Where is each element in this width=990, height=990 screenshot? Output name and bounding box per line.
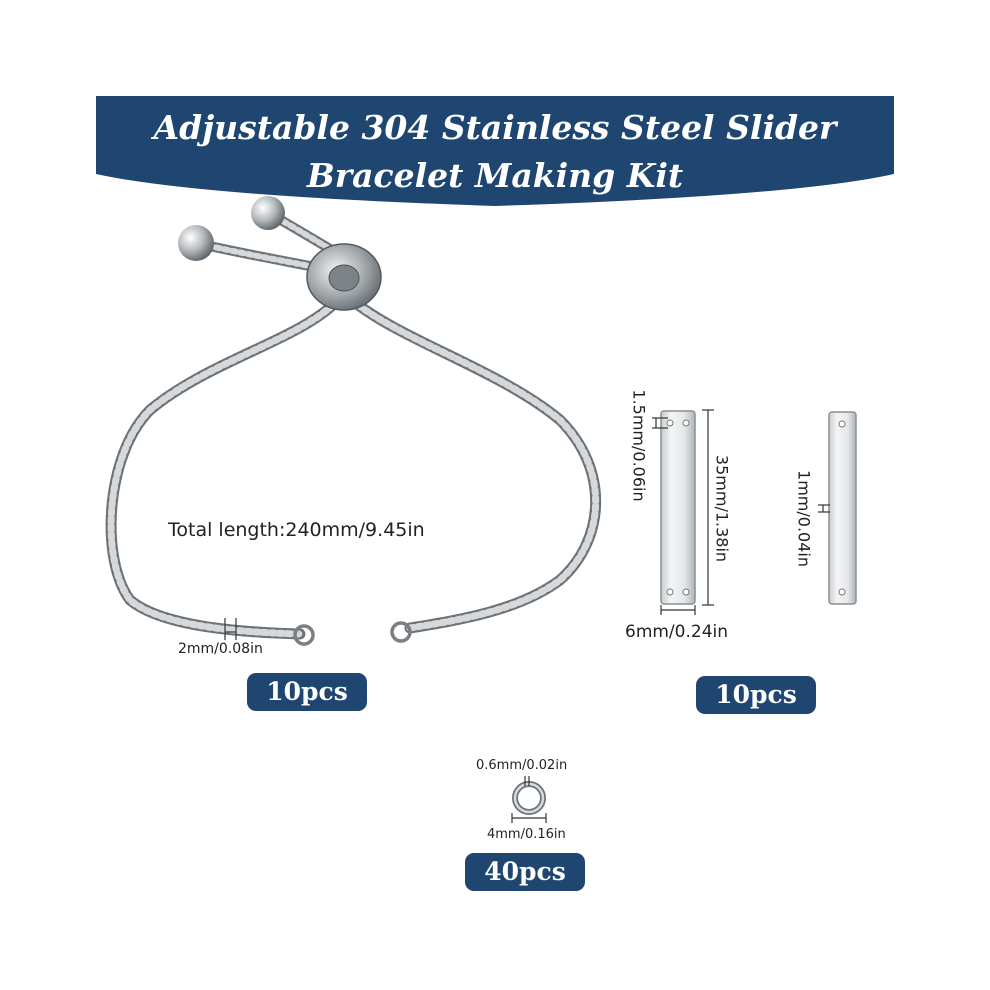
page-title: Adjustable 304 Stainless Steel Slider Br… bbox=[96, 104, 894, 200]
chain-width-marker bbox=[224, 618, 237, 640]
total-length-label: Total length:240mm/9.45in bbox=[168, 519, 425, 541]
title-line-2: Bracelet Making Kit bbox=[306, 156, 684, 195]
title-banner: Adjustable 304 Stainless Steel Slider Br… bbox=[96, 96, 894, 208]
end-ring-right bbox=[390, 621, 412, 643]
ring-diameter-label: 4mm/0.16in bbox=[487, 827, 566, 842]
hole-size-label: 1.5mm/0.06in bbox=[629, 389, 649, 502]
end-ring-left bbox=[293, 624, 315, 646]
bar-tag-side bbox=[828, 411, 857, 605]
slider-bead bbox=[306, 243, 382, 311]
jump-ring-quantity-badge: 40pcs bbox=[465, 853, 585, 891]
bar-quantity-badge: 10pcs bbox=[696, 676, 816, 714]
thickness-label: 1mm/0.04in bbox=[794, 470, 814, 567]
bar-length-label: 35mm/1.38in bbox=[712, 454, 732, 563]
end-bead-right bbox=[251, 196, 285, 230]
jump-ring bbox=[511, 776, 547, 823]
bracelet-quantity-badge: 10pcs bbox=[247, 673, 367, 711]
chain-width-label: 2mm/0.08in bbox=[178, 641, 263, 657]
bar-tag-front bbox=[660, 410, 696, 605]
bar-width-label: 6mm/0.24in bbox=[625, 622, 729, 642]
end-bead-left bbox=[178, 225, 214, 261]
bar-dimension-lines bbox=[652, 409, 714, 615]
thickness-marker bbox=[818, 504, 830, 513]
banner-background bbox=[96, 96, 894, 206]
title-line-1: Adjustable 304 Stainless Steel Slider bbox=[153, 108, 837, 147]
wire-thickness-label: 0.6mm/0.02in bbox=[476, 758, 568, 773]
